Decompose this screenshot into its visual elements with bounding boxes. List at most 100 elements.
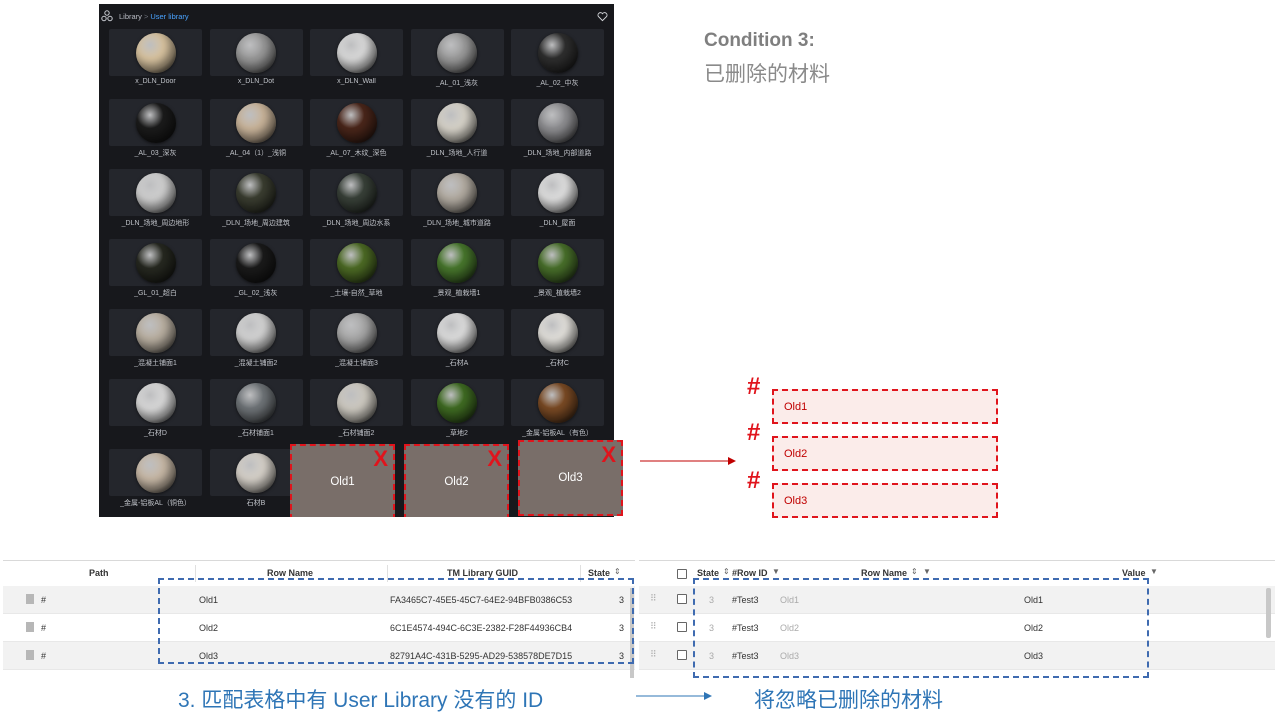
tile-label: Old1 (330, 476, 355, 488)
material-item[interactable]: _AL_01_浅灰 (410, 29, 504, 99)
filter-icon[interactable]: ▼ (923, 567, 931, 576)
material-item[interactable]: _DLN_场地_内部道路 (511, 99, 604, 169)
material-item[interactable]: 石材B (209, 449, 303, 517)
material-thumbnail (511, 169, 604, 216)
material-item[interactable]: _景观_植栽墙1 (410, 239, 504, 309)
row-checkbox[interactable] (677, 622, 687, 632)
material-label: _AL_07_木纹_深色 (326, 150, 387, 157)
material-label: _DLN_场地_周边地形 (121, 220, 190, 227)
col-state[interactable]: State (588, 568, 611, 578)
material-label: _AL_01_浅灰 (435, 80, 479, 87)
material-label: _DLN_场地_人行道 (426, 150, 488, 157)
material-item[interactable]: _DLN_屋面 (511, 169, 604, 239)
col-row-id[interactable]: #Row ID (732, 568, 768, 578)
material-item[interactable]: _GL_01_超白 (109, 239, 202, 309)
row-checkbox[interactable] (677, 594, 687, 604)
col-guid[interactable]: TM Library GUID (447, 568, 519, 578)
old-id-box: Old1 (772, 389, 998, 424)
favorite-heart-icon[interactable] (597, 11, 608, 22)
material-item[interactable]: _DLN_场地_人行道 (410, 99, 504, 169)
material-item[interactable]: _混凝土铺面1 (109, 309, 202, 379)
table-row[interactable]: # Old3 82791A4C-431B-5295-AD29-538578DE7… (3, 642, 635, 670)
col-row-name[interactable]: Row Name (267, 568, 314, 578)
material-label: _石材D (144, 430, 167, 437)
col-state[interactable]: State (697, 568, 720, 578)
material-item[interactable]: _AL_07_木纹_深色 (310, 99, 403, 169)
cell-value[interactable]: Old3 (1024, 651, 1044, 661)
table-row[interactable]: ⠿ 3 #Test3 Old3 Old3 (639, 642, 1275, 670)
hash-mark: # (747, 467, 761, 494)
material-item[interactable]: _石材C (511, 309, 604, 379)
col-value[interactable]: Value (1122, 568, 1146, 578)
material-item[interactable]: _金属-铝板AL（有色） (511, 379, 604, 449)
filter-icon[interactable]: ▼ (1150, 567, 1158, 576)
material-item[interactable]: _GL_02_浅灰 (209, 239, 303, 309)
material-item[interactable]: _景观_植栽墙2 (511, 239, 604, 309)
cell-value[interactable]: Old1 (1024, 595, 1044, 605)
cell-value[interactable]: Old2 (1024, 623, 1044, 633)
material-item[interactable]: _DLN_场地_周边建筑 (209, 169, 303, 239)
col-path[interactable]: Path (89, 568, 109, 578)
cell-path: # (41, 623, 47, 633)
material-label: _混凝土铺面3 (335, 360, 378, 367)
sort-icon[interactable]: ⇕ (723, 567, 730, 576)
material-label: 石材B (246, 500, 266, 507)
material-item[interactable]: x_DLN_Door (109, 29, 202, 99)
material-item[interactable]: _草地2 (410, 379, 504, 449)
material-thumbnail (410, 239, 504, 286)
drag-handle-icon[interactable]: ⠿ (650, 621, 657, 631)
deleted-material-tile[interactable]: Old1 X (290, 444, 395, 517)
cell-state: 3 (619, 623, 625, 633)
material-item[interactable]: _AL_02_中灰 (511, 29, 604, 99)
material-label: _草地2 (446, 430, 468, 437)
material-item[interactable]: _石材铺面1 (209, 379, 303, 449)
cell-state: 3 (619, 651, 625, 661)
material-sphere-icon (537, 102, 578, 143)
material-label: _土壤-自然_草地 (330, 290, 383, 297)
material-item[interactable]: x_DLN_Dot (209, 29, 303, 99)
breadcrumb-separator: > (143, 12, 149, 21)
col-row-name[interactable]: Row Name (861, 568, 908, 578)
material-thumbnail (410, 379, 504, 426)
material-item[interactable]: _DLN_场地_城市道路 (410, 169, 504, 239)
material-item[interactable]: _DLN_场地_周边水系 (310, 169, 403, 239)
caption-right: 将忽略已删除的材料 (754, 689, 943, 712)
material-sphere-icon (437, 382, 477, 423)
table-row[interactable]: # Old2 6C1E4574-494C-6C3E-2382-F28F44936… (3, 614, 635, 642)
sort-icon[interactable]: ⇕ (911, 567, 918, 576)
material-sphere-icon (135, 382, 176, 423)
row-checkbox[interactable] (677, 650, 687, 660)
library-icon[interactable] (101, 10, 113, 22)
table-row[interactable]: ⠿ 3 #Test3 Old2 Old2 (639, 614, 1275, 642)
table-row[interactable]: ⠿ 3 #Test3 Old1 Old1 (639, 586, 1275, 614)
material-thumbnail (209, 239, 303, 286)
material-item[interactable]: _AL_04（1）_浅铜 (209, 99, 303, 169)
material-item[interactable]: _土壤-自然_草地 (310, 239, 403, 309)
material-sphere-icon (437, 242, 477, 283)
select-all-checkbox[interactable] (677, 569, 687, 579)
breadcrumb-user-library[interactable]: User library (150, 12, 189, 21)
table-row[interactable]: # Old1 FA3465C7-45E5-45C7-64E2-94BFB0386… (3, 586, 635, 614)
material-item[interactable]: _AL_03_深灰 (109, 99, 202, 169)
breadcrumb-library[interactable]: Library (119, 12, 142, 21)
deleted-material-tile[interactable]: Old2 X (404, 444, 509, 517)
material-label: _金属-铝板AL（铜色） (120, 500, 191, 507)
deleted-material-tile[interactable]: Old3 X (518, 440, 623, 516)
material-item[interactable]: _石材D (109, 379, 202, 449)
condition-title: Condition 3: (704, 30, 815, 51)
material-item[interactable]: _石材A (410, 309, 504, 379)
hash-mark: # (747, 419, 761, 446)
filter-icon[interactable]: ▼ (772, 567, 780, 576)
drag-handle-icon[interactable]: ⠿ (650, 593, 657, 603)
material-item[interactable]: _混凝土铺面3 (310, 309, 403, 379)
drag-handle-icon[interactable]: ⠿ (650, 649, 657, 659)
material-item[interactable]: _金属-铝板AL（铜色） (109, 449, 202, 517)
material-item[interactable]: _DLN_场地_周边地形 (109, 169, 202, 239)
scrollbar[interactable] (1266, 588, 1271, 638)
breadcrumb: Library>User library (119, 12, 189, 21)
sort-icon[interactable]: ⇕ (614, 567, 621, 576)
material-item[interactable]: _混凝土铺面2 (209, 309, 303, 379)
material-item[interactable]: x_DLN_Wall (310, 29, 403, 99)
material-label: _石材铺面2 (338, 430, 375, 437)
material-item[interactable]: _石材铺面2 (310, 379, 403, 449)
